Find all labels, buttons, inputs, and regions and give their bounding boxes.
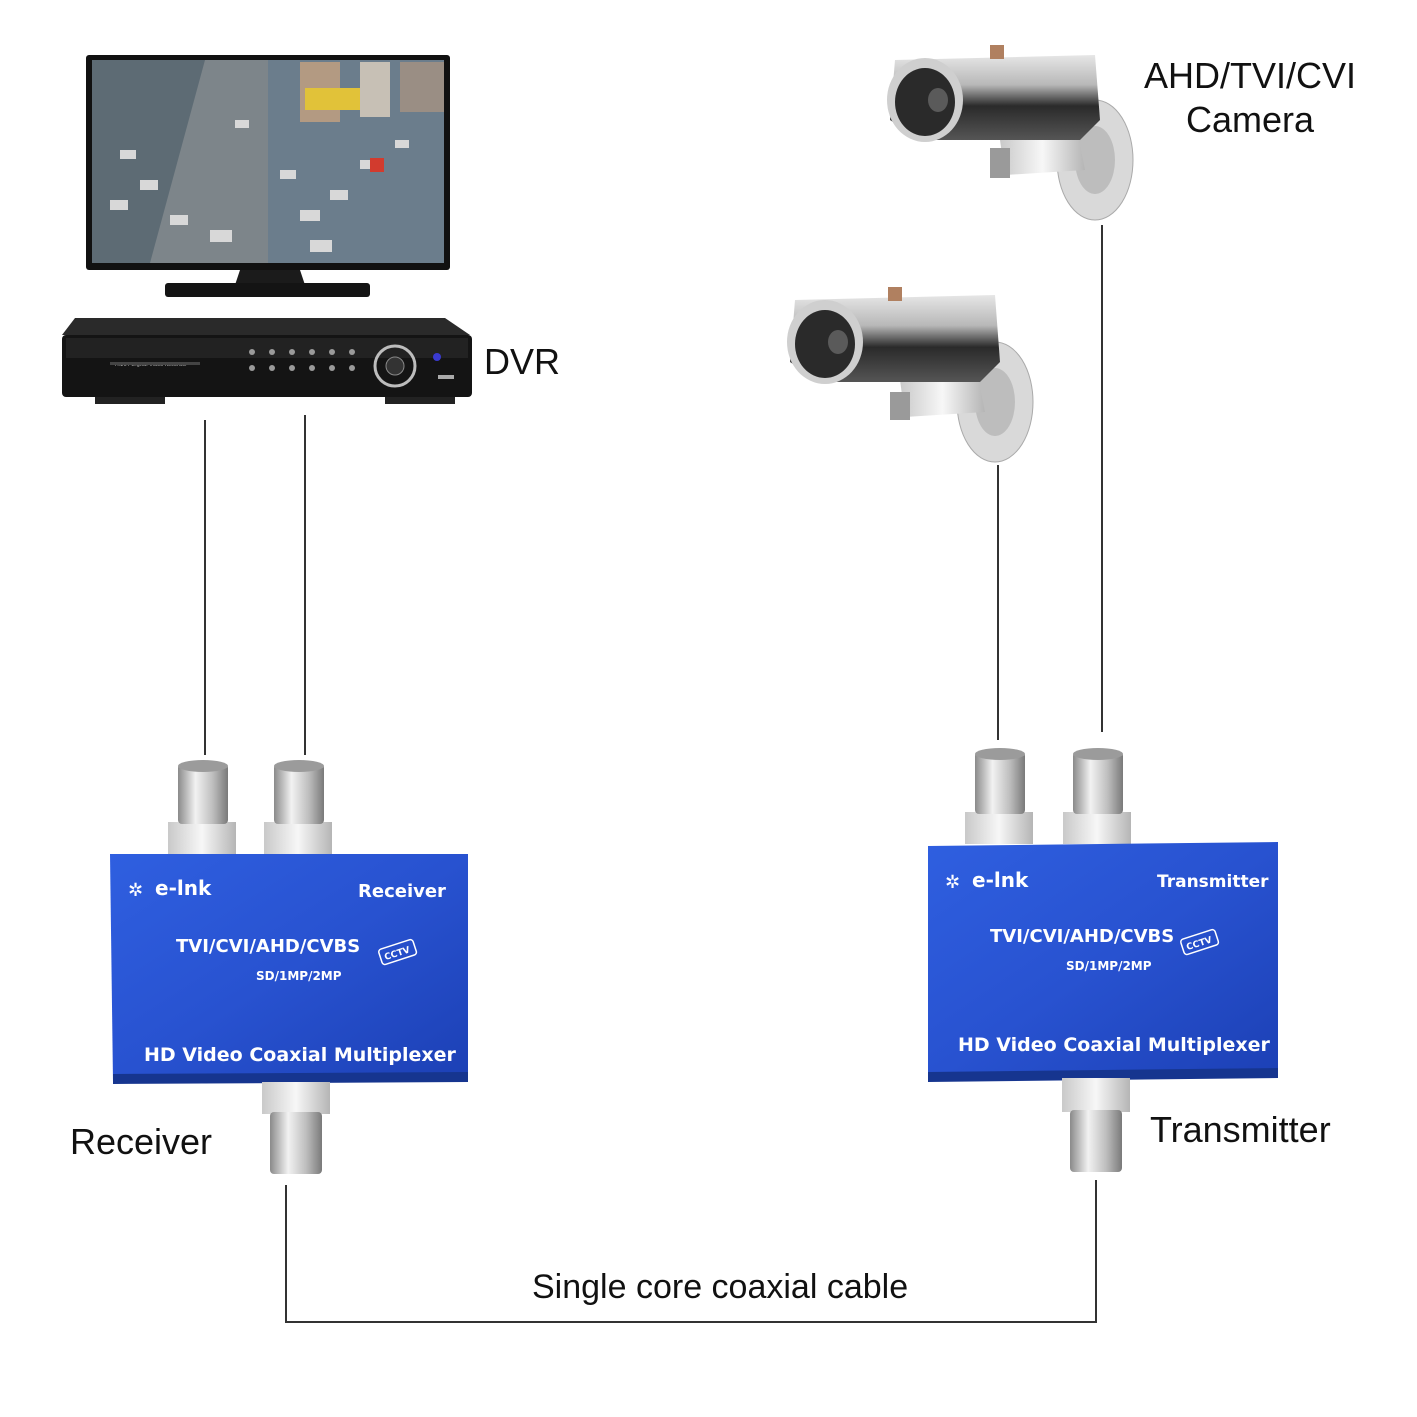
- cable-label: Single core coaxial cable: [532, 1268, 909, 1306]
- cables: [204, 225, 1103, 1323]
- monitor-stand: [165, 283, 370, 297]
- transmitter-resolutions: SD/1MP/2MP: [1066, 959, 1152, 973]
- receiver-formats: TVI/CVI/AHD/CVBS: [176, 936, 360, 957]
- receiver-bnc-top-left: [168, 760, 236, 854]
- transmitter-brand: e-lnk: [972, 868, 1029, 892]
- transmitter-label: Transmitter: [1150, 1109, 1331, 1150]
- monitor: [86, 55, 450, 297]
- camera-label-line2: Camera: [1185, 99, 1315, 140]
- receiver-brand: e-lnk: [155, 876, 212, 900]
- receiver-bnc-top-right: [264, 760, 332, 854]
- receiver-resolutions: SD/1MP/2MP: [256, 969, 342, 983]
- svg-text:✲: ✲: [128, 880, 143, 901]
- dvr-label: DVR: [484, 341, 561, 382]
- receiver-bnc-bottom: [262, 1082, 330, 1174]
- dvr-device: H.264 Digital Video Recorder: [62, 318, 472, 404]
- transmitter-bnc-top-right: [1063, 748, 1131, 844]
- receiver-device: ✲ e-lnk Receiver TVI/CVI/AHD/CVBS SD/1MP…: [110, 760, 468, 1174]
- transmitter-bnc-top-left: [965, 748, 1033, 844]
- camera-label-line1: AHD/TVI/CVI: [1143, 55, 1357, 96]
- receiver-product: HD Video Coaxial Multiplexer: [144, 1044, 457, 1066]
- camera-label: AHD/TVI/CVI Camera: [1120, 54, 1380, 142]
- transmitter-bnc-bottom: [1062, 1078, 1130, 1172]
- transmitter-product: HD Video Coaxial Multiplexer: [958, 1034, 1271, 1056]
- coaxial-cable: [285, 1180, 1097, 1323]
- transmitter-device: ✲ e-lnk Transmitter TVI/CVI/AHD/CVBS SD/…: [928, 748, 1278, 1172]
- camera-top: [887, 45, 1134, 221]
- camera-bottom: [787, 287, 1034, 463]
- dvr-buttons: [249, 349, 355, 371]
- transmitter-formats: TVI/CVI/AHD/CVBS: [990, 926, 1174, 947]
- dvr-jog-wheel: [373, 344, 417, 388]
- receiver-label: Receiver: [70, 1121, 213, 1162]
- svg-text:✲: ✲: [945, 872, 960, 893]
- transmitter-role: Transmitter: [1157, 872, 1269, 892]
- receiver-role: Receiver: [358, 881, 446, 902]
